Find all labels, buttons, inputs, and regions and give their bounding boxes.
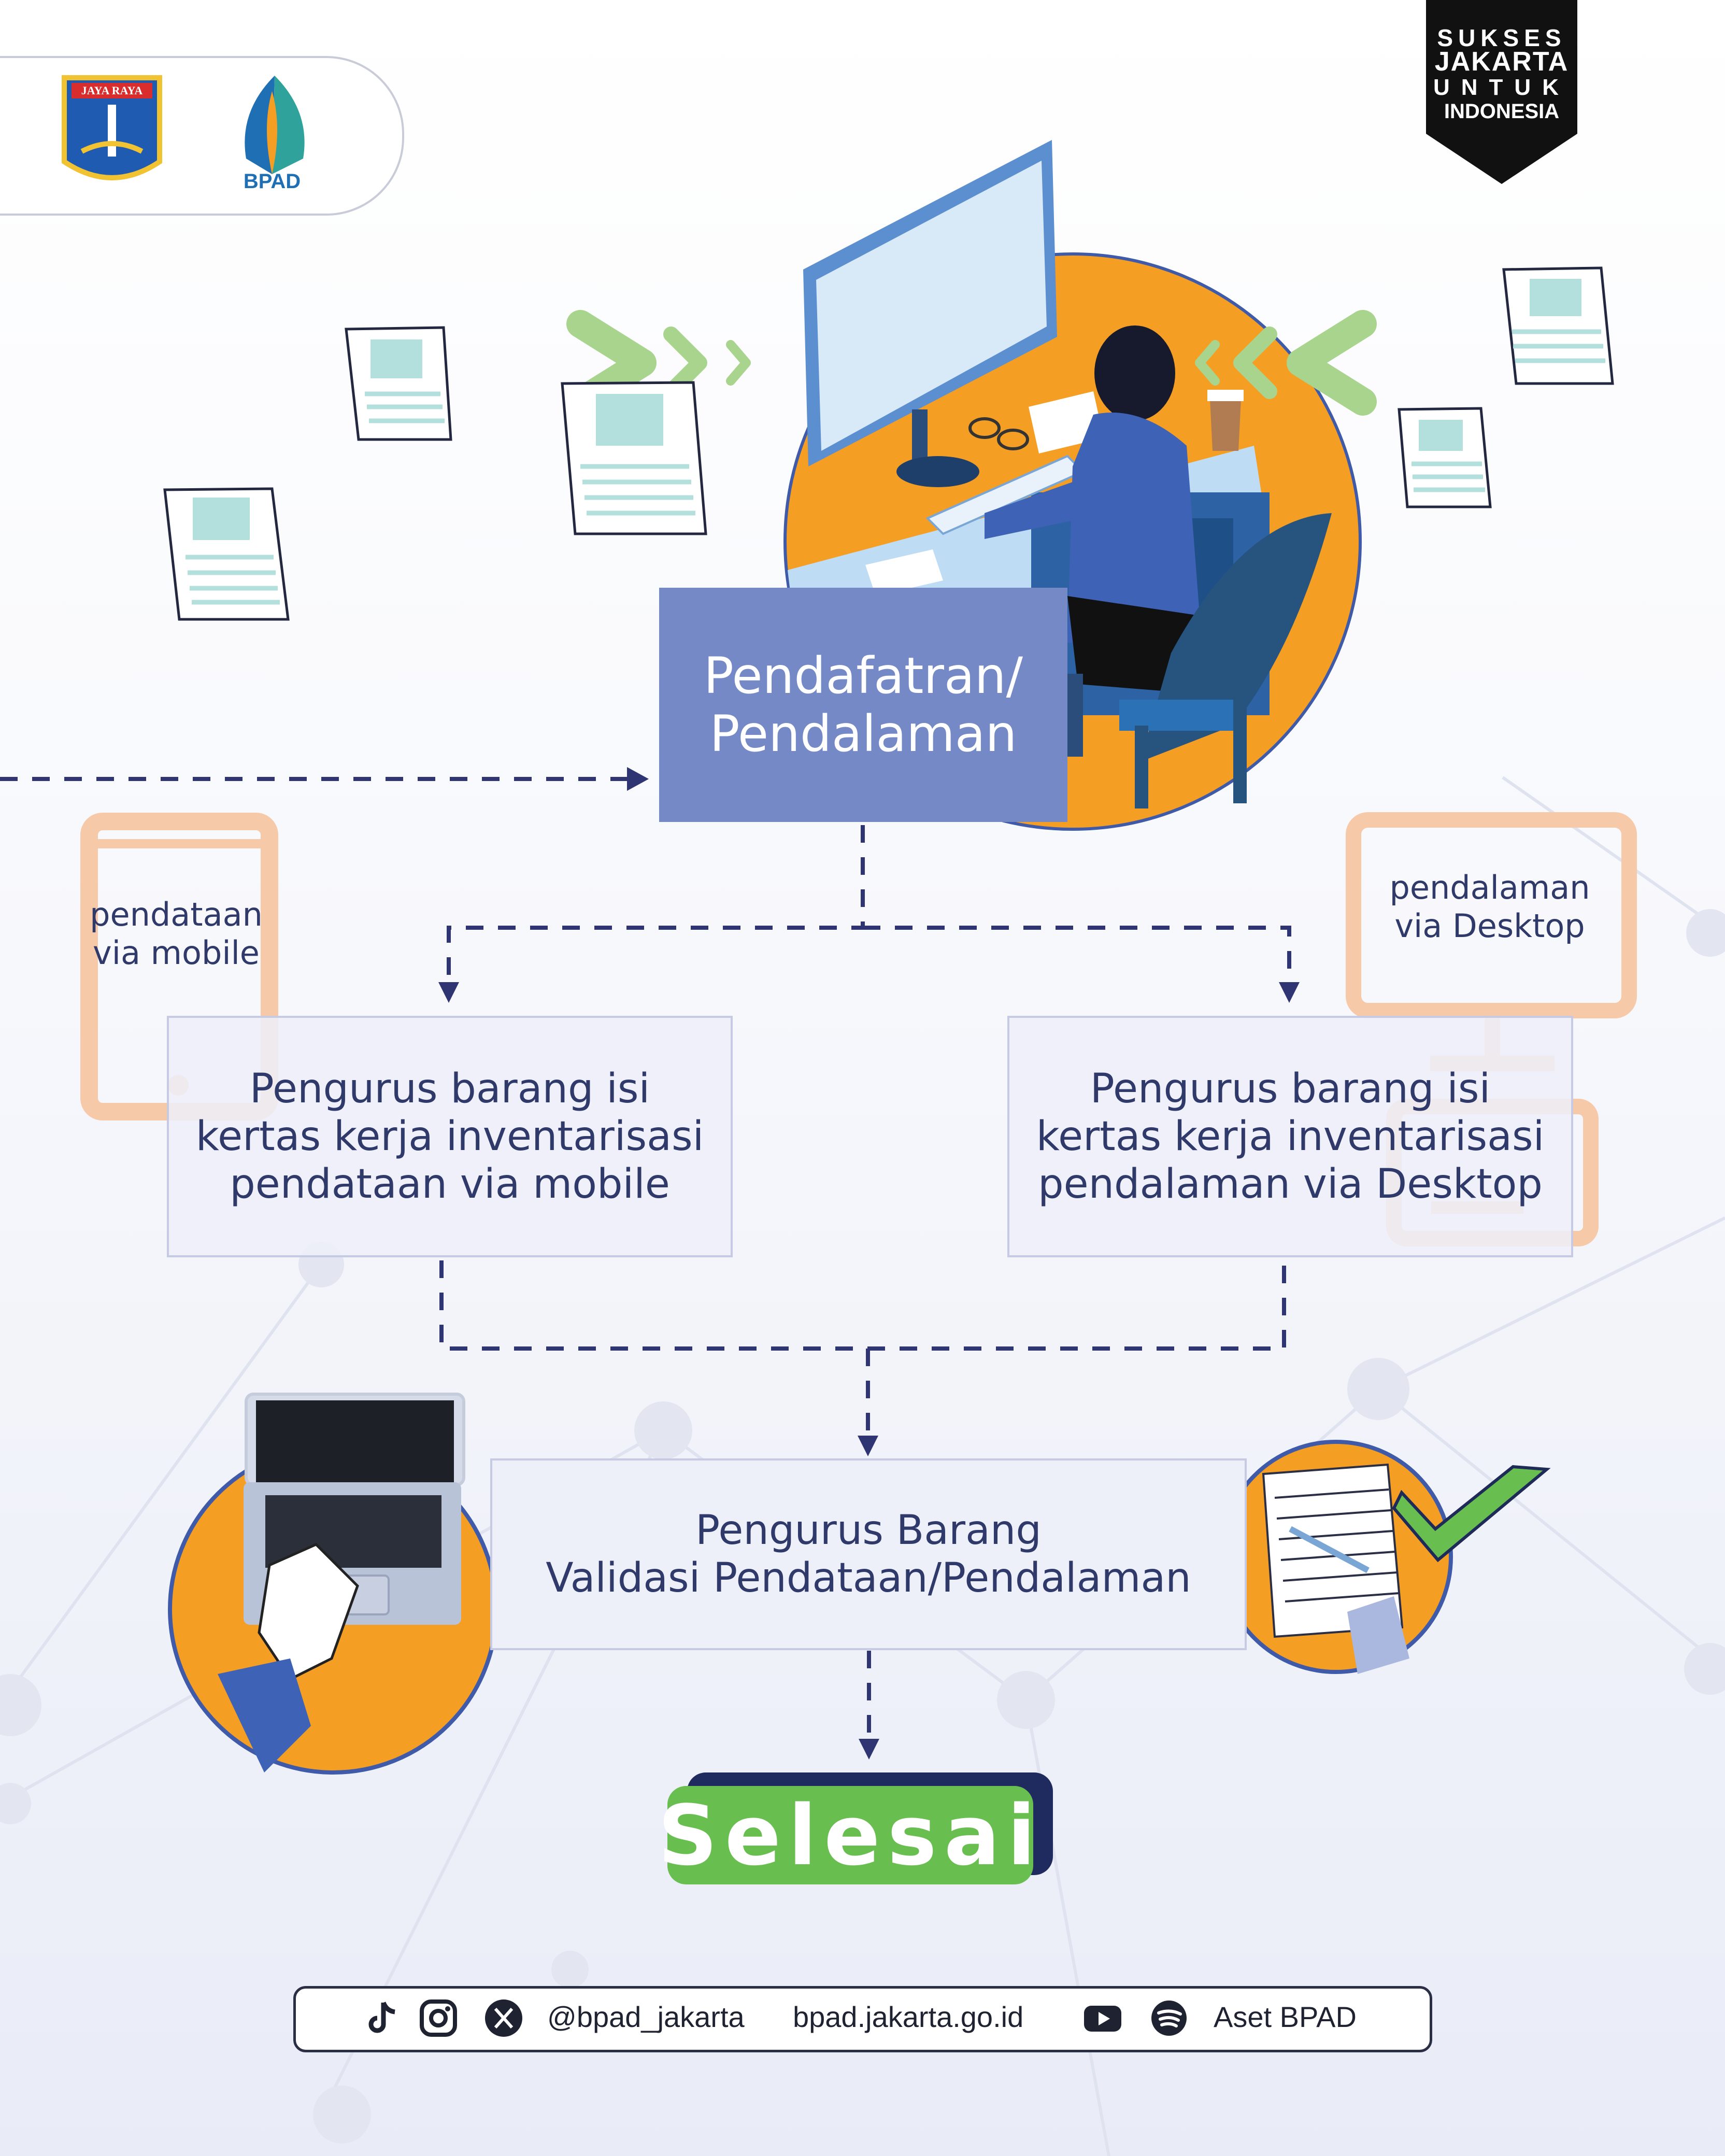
- validation-text: Pengurus Barang Validasi Pendataan/Penda…: [546, 1507, 1191, 1601]
- website-link[interactable]: bpad.jakarta.go.id: [793, 2001, 1024, 2033]
- logo-container: [0, 56, 404, 216]
- laptop-illustration: [168, 1393, 498, 1775]
- registration-box: Pendafatran/ Pendalaman: [659, 588, 1067, 822]
- sukses-jakarta-badge: SUKSES JAKARTA UNTUK INDONESIA: [1426, 0, 1577, 184]
- badge-line-4: INDONESIA: [1444, 100, 1560, 123]
- instagram-icon[interactable]: [419, 1998, 458, 2038]
- badge-line-2: JAKARTA: [1434, 47, 1569, 77]
- bpad-logo: BPAD: [218, 70, 326, 200]
- tiktok-icon[interactable]: [363, 1998, 402, 2038]
- mobile-step-text: Pengurus barang isi kertas kerja inventa…: [195, 1066, 704, 1208]
- checkmark-icon: [1392, 1465, 1551, 1563]
- mobile-label: pendataan via mobile: [90, 896, 263, 972]
- arrow-left-icon: [1195, 310, 1377, 416]
- registration-label: Pendafatran/ Pendalaman: [704, 647, 1023, 763]
- channel-name[interactable]: Aset BPAD: [1214, 2001, 1357, 2033]
- jakarta-logo-banner: JAYA RAYA: [81, 84, 143, 97]
- jakarta-logo: JAYA RAYA: [61, 74, 163, 194]
- mobile-step-box: Pengurus barang isi kertas kerja inventa…: [167, 1016, 733, 1257]
- footer-bar: [293, 1986, 1432, 2052]
- badge-line-1: SUKSES: [1437, 24, 1566, 51]
- badge-line-3: UNTUK: [1433, 75, 1570, 100]
- youtube-icon[interactable]: [1083, 1998, 1122, 2038]
- spotify-icon[interactable]: [1149, 1998, 1189, 2038]
- validation-box: Pengurus Barang Validasi Pendataan/Penda…: [490, 1458, 1247, 1650]
- bpad-logo-text: BPAD: [243, 170, 301, 193]
- done-badge: Selesai: [658, 1786, 1036, 1884]
- monitor-illustration: [803, 140, 1057, 487]
- desktop-step-text: Pengurus barang isi kertas kerja inventa…: [1036, 1066, 1545, 1208]
- social-handle[interactable]: @bpad_jakarta: [547, 2001, 745, 2033]
- x-icon[interactable]: [484, 1998, 523, 2038]
- desktop-label: pendalaman via Desktop: [1389, 869, 1590, 945]
- checklist-illustration: [1219, 1440, 1453, 1674]
- done-label: Selesai: [658, 1786, 1043, 1884]
- desktop-step-box: Pengurus barang isi kertas kerja inventa…: [1007, 1016, 1573, 1257]
